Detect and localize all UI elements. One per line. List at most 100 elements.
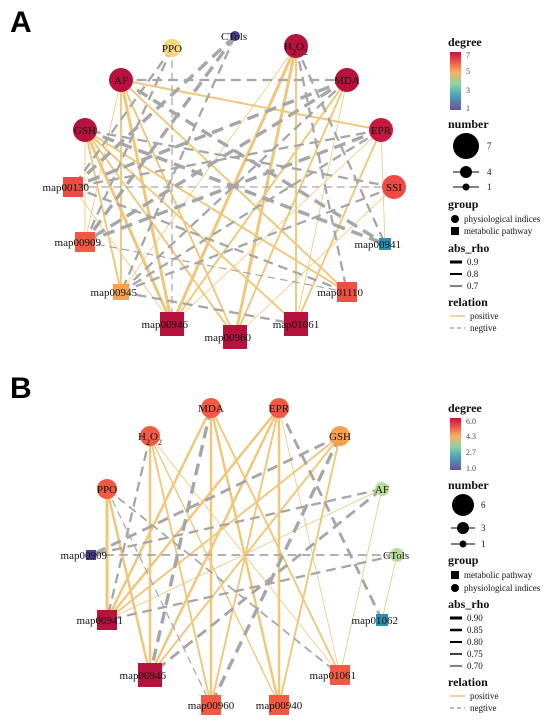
edge-GSH-map01110 [84, 129, 348, 293]
panel-b-letter: B [10, 372, 32, 405]
legend-degree-tick: 5 [466, 67, 470, 76]
legend-abs-rho-item: 0.9 [467, 257, 479, 267]
legend-group-title: group [448, 553, 479, 567]
node-label-PPO: PPO [162, 43, 182, 55]
edge-AF-map01061 [339, 488, 383, 676]
legend-group-square [451, 571, 459, 579]
edge-GSH-map00941 [106, 435, 341, 621]
legend-number-title: number [448, 478, 489, 492]
legend-number-size-small [462, 183, 470, 191]
legend-relation-item: negtive [470, 323, 497, 333]
edge-CTols-map00909 [83, 34, 237, 244]
node-label-map00940: map00940 [256, 700, 303, 712]
legend-relation-item: positive [470, 311, 499, 321]
edge-EPR-map01062 [277, 407, 384, 621]
legend-relation-title: relation [448, 295, 488, 309]
edge-GSH-map00909 [90, 434, 341, 557]
edge-GSH-map00960 [84, 129, 236, 338]
edge-H2O2-map00960 [233, 45, 298, 338]
node-label-map01061: map01061 [310, 670, 356, 682]
node-label-map00946: map00946 [142, 319, 189, 331]
legend-abs-rho-item: 0.8 [467, 269, 479, 279]
edge-EPR-map00946 [171, 129, 382, 325]
node-label-map00941: map00941 [355, 239, 401, 251]
panel-a-legend: degree 7 5 3 1 number 7 4 1 group physio… [448, 35, 541, 333]
edge-map00945-map01061 [120, 290, 297, 326]
legend-abs-rho-item: 0.70 [467, 661, 483, 671]
edge-GSH-map00945 [84, 129, 122, 293]
node-map01062 [376, 614, 388, 626]
edge-SSI-GSH [84, 128, 395, 189]
panel-b-edges [90, 407, 398, 706]
node-map00909 [86, 550, 96, 560]
node-map00946 [138, 663, 162, 687]
edge-map00130-map01110 [72, 185, 348, 294]
legend-relation-item: positive [470, 691, 499, 701]
legend-number-size-medium [460, 166, 472, 178]
legend-number-title: number [448, 117, 489, 131]
node-CTols [230, 31, 240, 41]
node-label-AF: AF [114, 75, 128, 87]
edge-EPR-map00941 [106, 407, 280, 621]
edge-GSH-map00940 [278, 435, 341, 706]
node-map00946 [160, 312, 184, 336]
panel-a-letter: A [10, 6, 32, 39]
node-map01061 [284, 312, 308, 336]
legend-group-item: metabolic pathway [464, 226, 533, 236]
node-label-map00945: map00945 [91, 287, 138, 299]
legend-degree-tick: 1.0 [466, 464, 476, 473]
node-label-map00946: map00946 [120, 670, 167, 682]
edge-MDA-map00941 [105, 407, 213, 621]
edge-AF-map00941 [106, 488, 383, 621]
edge-H2O2-map01110 [294, 45, 349, 293]
node-map00960 [201, 695, 221, 715]
node-label-GSH: GSH [74, 125, 96, 137]
node-label-MDA: MDA [334, 75, 360, 87]
node-label-map00130: map00130 [43, 182, 90, 194]
legend-abs-rho-item: 0.75 [467, 649, 483, 659]
node-PPO [163, 39, 181, 57]
edge-MDA-map00946 [148, 407, 213, 676]
legend-number-tick: 6 [481, 500, 486, 510]
edge-CTols-map01062 [381, 554, 398, 621]
legend-number-tick: 1 [487, 182, 492, 192]
legend-degree-title: degree [448, 35, 482, 49]
legend-number-tick: 7 [487, 141, 492, 151]
node-H2O2 [284, 34, 308, 58]
edge-map00909-map01110 [84, 241, 348, 293]
edge-EPR-map00945 [120, 129, 382, 293]
edge-MDA-map00130 [72, 78, 348, 189]
node-label-map00960: map00960 [188, 700, 235, 712]
node-CTols [390, 548, 404, 562]
legend-abs-rho-item: 0.85 [467, 625, 483, 635]
edge-AF-map00946 [149, 487, 383, 677]
node-map00130 [63, 177, 83, 197]
legend-group-circle [451, 584, 459, 592]
node-label-CTols: CTols [383, 550, 409, 562]
legend-group-title: group [448, 197, 479, 211]
legend-group-item: physiological indices [464, 583, 541, 593]
node-label-map01110: map01110 [317, 287, 363, 299]
edge-MDA-map00909 [84, 78, 348, 244]
node-label-SSI: SSI [386, 182, 402, 194]
edge-EPR-map00946 [148, 407, 281, 676]
edge-H2O2-map00960 [149, 435, 212, 706]
legend-number-tick: 4 [487, 167, 492, 177]
edge-H2O2-map00945 [120, 45, 297, 293]
node-map00960 [223, 325, 247, 349]
edge-PPO-map01061 [106, 488, 341, 676]
node-MDA [201, 398, 221, 418]
node-MDA [335, 68, 359, 92]
legend-degree-tick: 6.0 [466, 417, 476, 426]
edge-GSH-map00960 [209, 435, 342, 706]
edge-AF-map00909 [90, 487, 383, 557]
node-label-map00941: map00941 [77, 615, 123, 627]
edge-map00130-map00946 [72, 186, 173, 325]
edge-PPO-map00946 [105, 488, 152, 676]
node-label-CTols: CTols [221, 31, 247, 43]
legend-abs-rho-title: abs_rho [448, 241, 489, 255]
legend-degree-tick: 7 [466, 51, 470, 60]
edge-PPO-map00130 [72, 47, 173, 188]
node-map00945 [113, 284, 129, 300]
